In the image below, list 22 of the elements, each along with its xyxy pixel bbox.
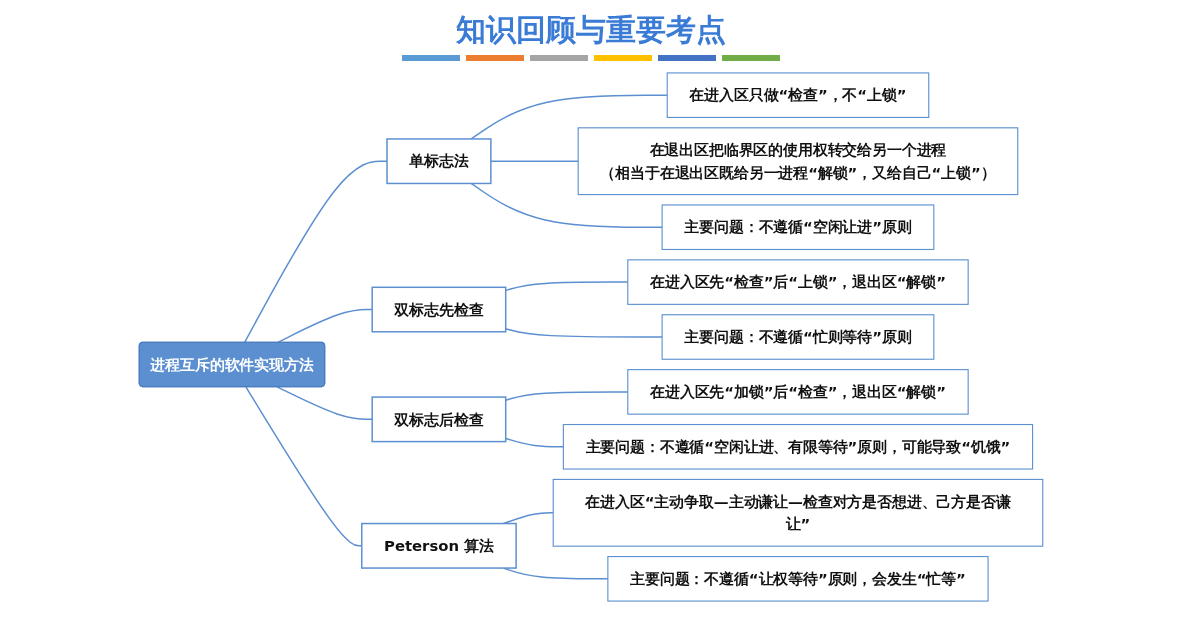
connector [502, 512, 554, 525]
connector [470, 182, 663, 228]
node-box: 在退出区把临界区的使用权转交给另一个进程 （相当于在退出区既给另一进程“解锁”，又给自己“上锁”） [577, 127, 1019, 196]
node-box: 在进入区只做“检查”，不“上锁” [666, 72, 930, 118]
connector [504, 327, 663, 338]
title: 知识回顾与重要考点 [456, 11, 726, 49]
connector [490, 160, 579, 162]
connector [276, 386, 373, 421]
connector [276, 308, 373, 344]
node-box: 在进入区先“检查”后“上锁”，退出区“解锁” [627, 259, 969, 305]
node-box: 在进入区先“加锁”后“检查”，退出区“解锁” [627, 369, 969, 415]
node-box: 单标志法 [386, 138, 492, 185]
node-box: 主要问题：不遵循“让权等待”原则，会发生“忙等” [607, 556, 989, 602]
node-box: 主要问题：不遵循“空闲让进、有限等待”原则，可能导致“饥饿” [562, 423, 1034, 470]
connector [470, 94, 668, 140]
node-box: 双标志先检查 [371, 286, 507, 333]
connector [243, 160, 388, 344]
node-box: 在进入区“主动争取—主动谦让—检查对方是否想进、己方是否谦让” [552, 478, 1044, 547]
node-box: 双标志后检查 [371, 396, 507, 443]
node-box: 主要问题：不遵循“空闲让进”原则 [661, 204, 935, 251]
node-box: 主要问题：不遵循“忙则等待”原则 [661, 314, 935, 360]
node-box: Peterson 算法 [361, 522, 517, 569]
